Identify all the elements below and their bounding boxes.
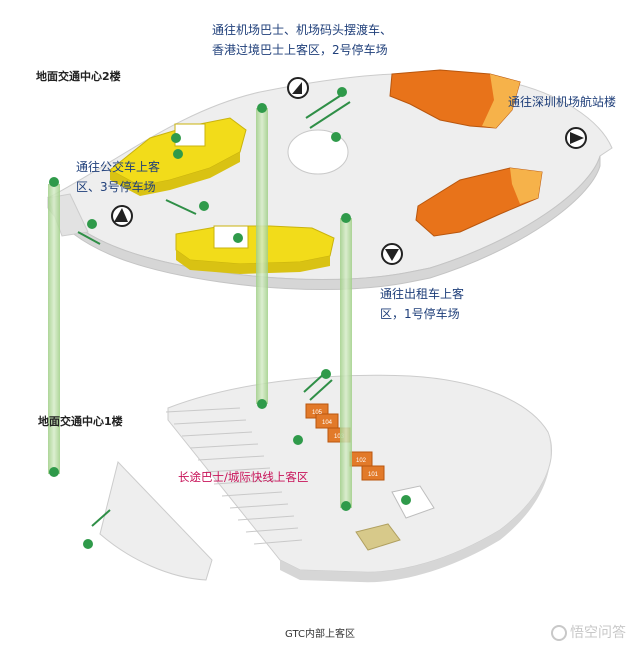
orange-zone-northeast-glow <box>482 74 520 128</box>
watermark: 悟空问答 <box>551 622 626 642</box>
watermark-text: 悟空问答 <box>570 625 626 641</box>
direction-arrow-icon <box>287 77 309 99</box>
airport-bus-label-line1: 通往机场巴士、机场码头摆渡车、 <box>212 23 393 37</box>
taxi-label-line1: 通往出租车上客 <box>380 287 465 301</box>
elevator-shafts <box>48 108 352 508</box>
long-distance-bus-label: 长途巴士/城际快线上客区 <box>178 470 309 484</box>
restroom-icon <box>401 495 411 505</box>
restroom-icon <box>233 233 243 243</box>
bus-label: 通往公交车上客 区、3号停车场 <box>76 157 160 197</box>
gate-label: 102 <box>356 458 367 464</box>
elevator-shaft-left <box>48 184 60 474</box>
elevator-icon <box>341 501 351 511</box>
escalator-icon <box>321 369 331 379</box>
restroom-icon <box>173 149 183 159</box>
bus-label-line2: 区、3号停车场 <box>76 180 156 194</box>
escalator-icon <box>87 219 97 229</box>
taxi-label: 通往出租车上客 区，1号停车场 <box>380 284 464 324</box>
lower-floor: 105 104 103 102 101 <box>99 374 552 583</box>
gate-label: 101 <box>368 472 379 478</box>
lower-floor-label: 地面交通中心1楼 <box>38 415 123 428</box>
escalator-icon <box>171 133 181 143</box>
gate-label: 103 <box>334 434 345 440</box>
escalators <box>77 91 351 527</box>
direction-arrow-icon <box>381 243 403 265</box>
elevator-icon <box>341 213 351 223</box>
green-icons <box>49 87 411 549</box>
yellow-zone-north-shade <box>110 152 240 196</box>
lower-wedge-platform <box>99 461 213 581</box>
gate-blocks <box>305 403 385 481</box>
gate-label: 104 <box>322 420 333 426</box>
gate-label: 105 <box>312 410 323 416</box>
direction-arrow-icon <box>565 127 587 149</box>
direction-arrow-icon <box>111 205 133 227</box>
escalator-icon <box>293 435 303 445</box>
elevator-shaft-center <box>256 108 268 404</box>
lower-floor-stairs <box>165 407 303 545</box>
elevator-shaft-right <box>340 218 352 508</box>
airport-bus-label: 通往机场巴士、机场码头摆渡车、 香港过境巴士上客区，2号停车场 <box>212 20 392 60</box>
elevator-icon <box>49 467 59 477</box>
orange-zone-east-glow <box>510 168 542 204</box>
lower-restroom-block <box>391 485 435 519</box>
yellow-zone-south <box>175 225 335 265</box>
direction-arrows <box>111 77 587 265</box>
upper-floor <box>47 69 613 290</box>
elevator-icon <box>49 177 59 187</box>
yellow-zone-south-room <box>213 225 249 249</box>
orange-zone-east <box>415 167 543 237</box>
escalator-icon <box>337 87 347 97</box>
escalator-icon <box>199 201 209 211</box>
elevator-icon <box>257 399 267 409</box>
watermark-icon <box>551 625 567 641</box>
escalator-icon <box>331 132 341 142</box>
lower-floor-edge <box>280 432 552 583</box>
terminal-label: 通往深圳机场航站楼 <box>508 95 617 109</box>
bus-label-line1: 通往公交车上客 <box>76 160 161 174</box>
yellow-zone-south-shade <box>176 250 330 274</box>
escalator-icon <box>83 539 93 549</box>
airport-bus-label-line2: 香港过境巴士上客区，2号停车场 <box>212 43 388 57</box>
lower-kiosk <box>355 523 401 551</box>
upper-floor-label: 地面交通中心2楼 <box>36 70 121 83</box>
elevator-icon <box>257 103 267 113</box>
taxi-label-line2: 区，1号停车场 <box>380 307 460 321</box>
map-caption: GTC内部上客区 <box>285 629 355 640</box>
